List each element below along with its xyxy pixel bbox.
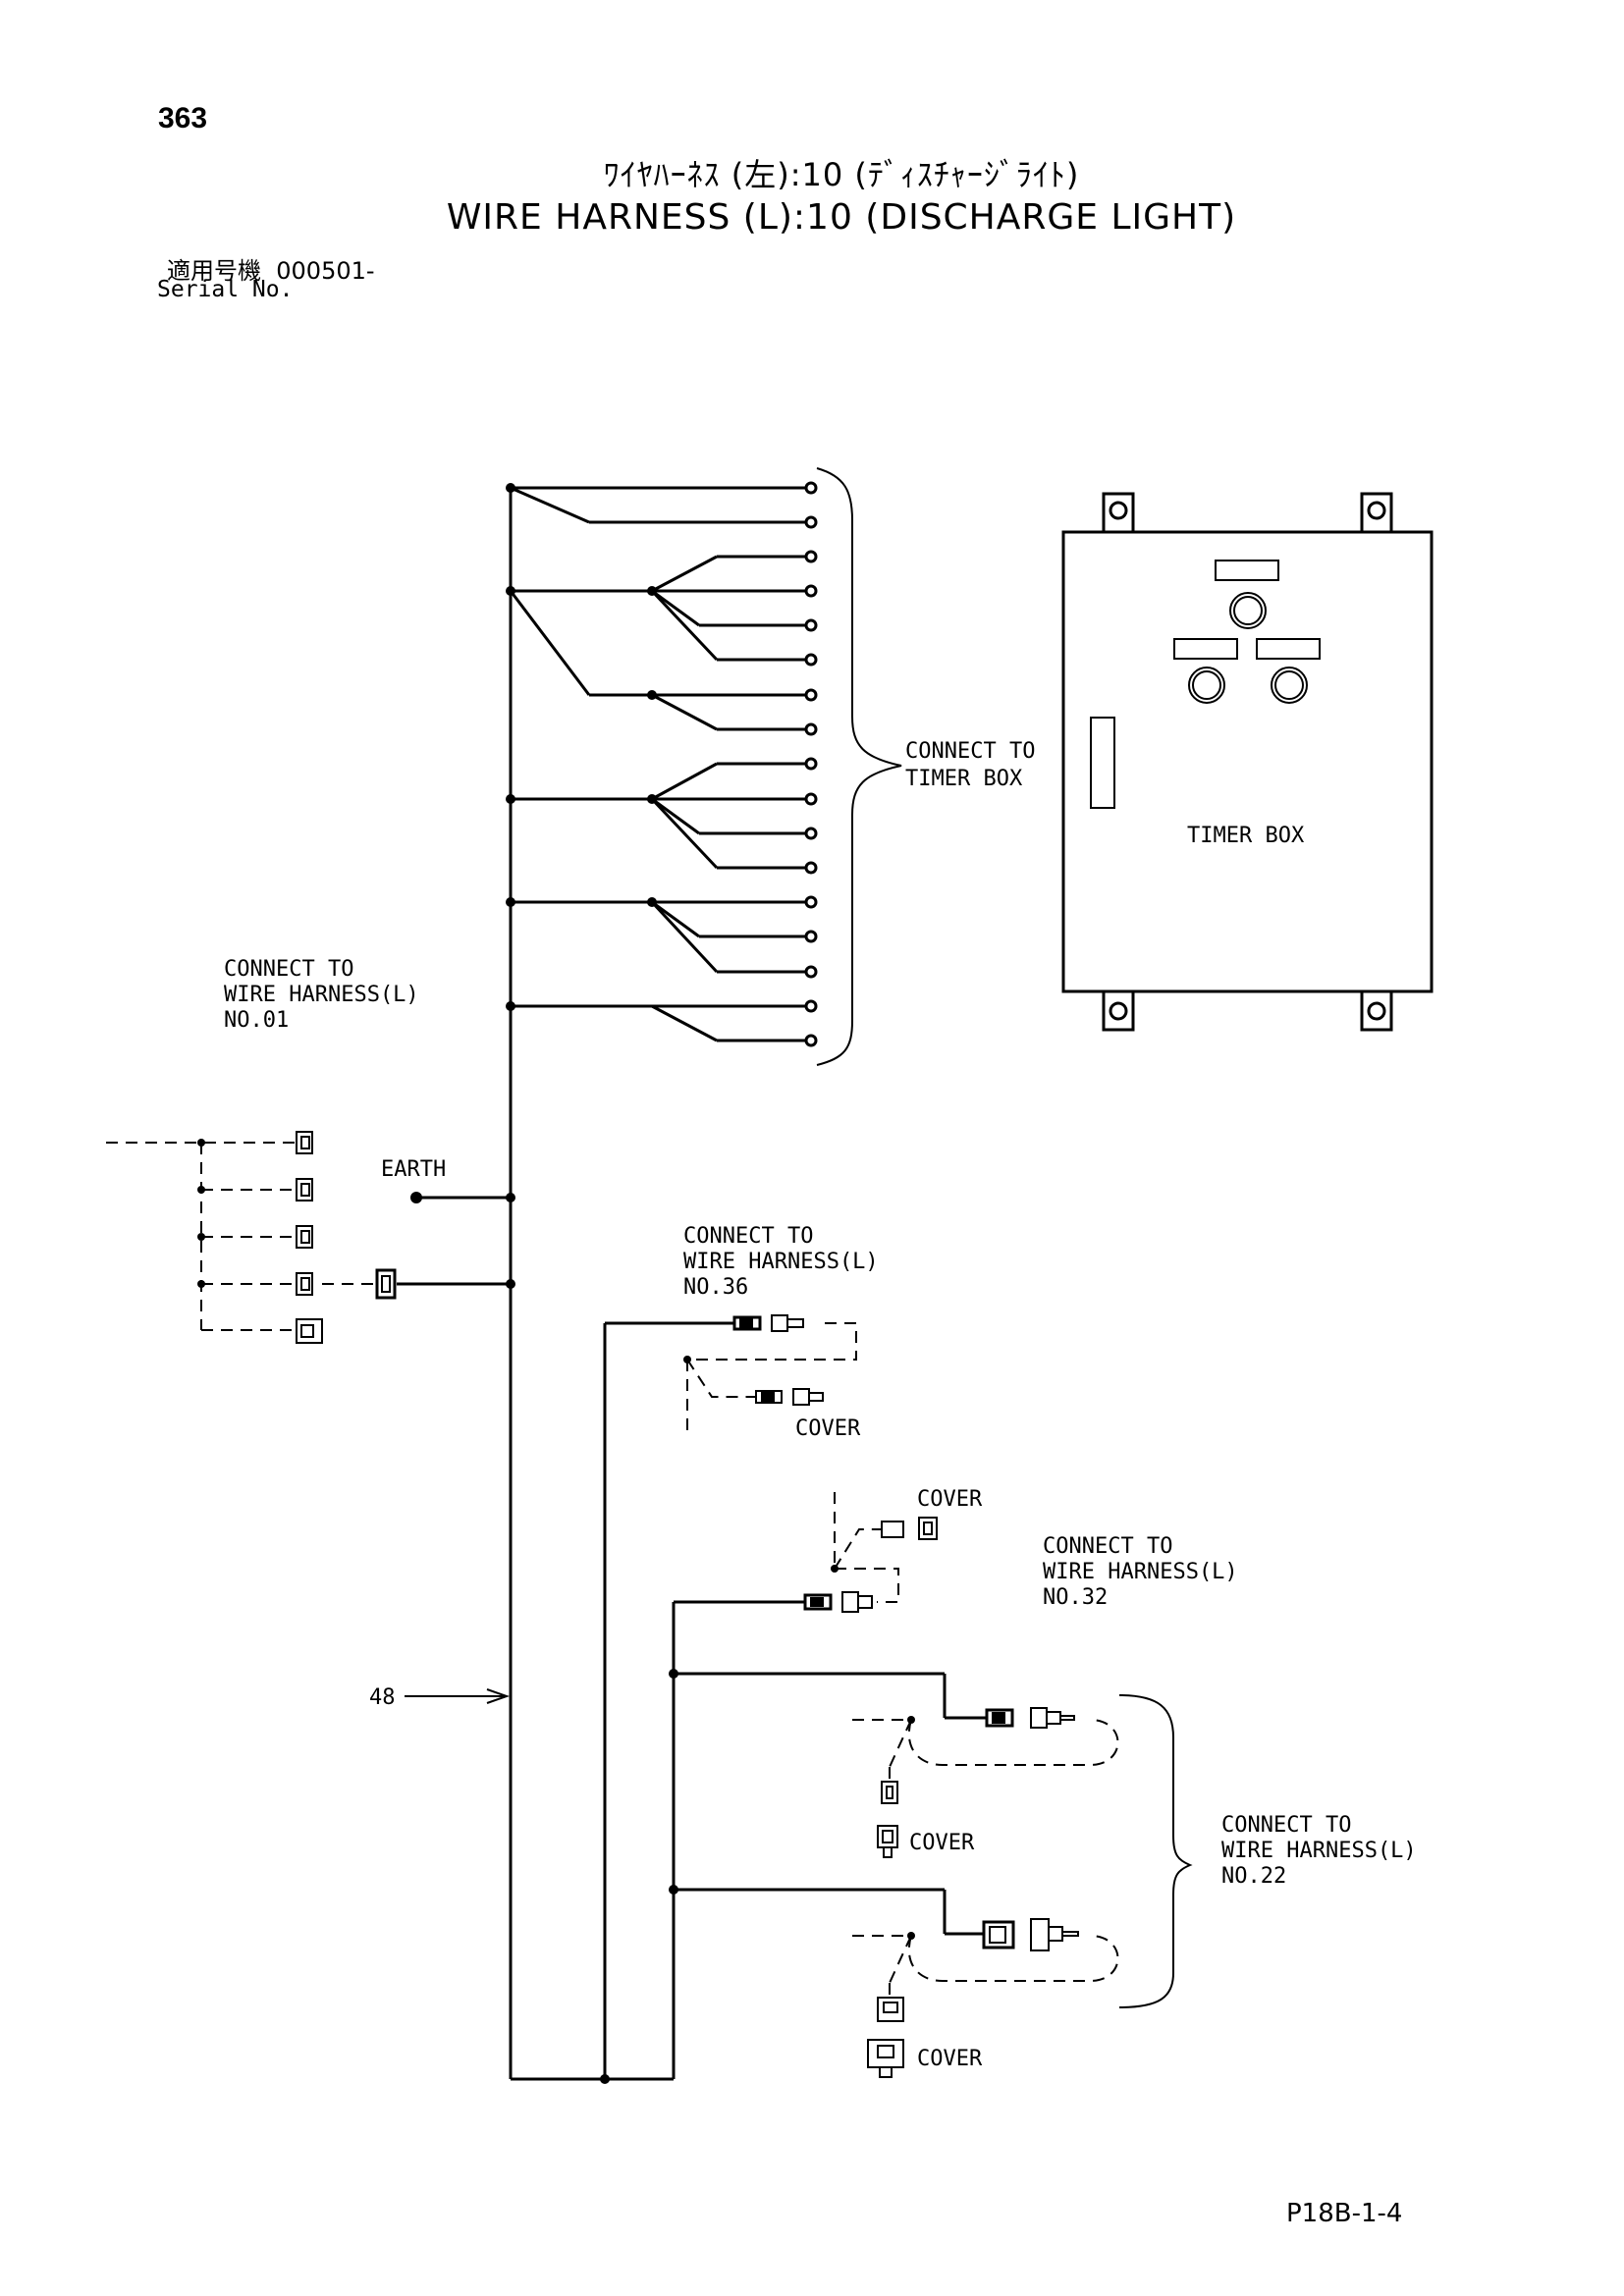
serial-applicable: 適用号機 000501-	[167, 251, 375, 286]
label-cover-1: COVER	[795, 1416, 861, 1441]
label-connect-no22-3: NO.22	[1221, 1864, 1286, 1889]
label-connect-no36-1: CONNECT TO	[683, 1224, 813, 1249]
label-connect-timer-box-1: CONNECT TO	[905, 739, 1035, 764]
label-connect-no32-2: WIRE HARNESS(L)	[1043, 1560, 1238, 1584]
serial-jp-label: 適用号機	[167, 257, 261, 285]
main-wires	[397, 486, 987, 2081]
label-connect-no01-2: WIRE HARNESS(L)	[224, 983, 419, 1007]
brace-symbols	[816, 467, 1193, 2008]
diagram-labels: CONNECT TO TIMER BOX TIMER BOX CONNECT T…	[224, 739, 1417, 2071]
label-connect-no32-3: NO.32	[1043, 1585, 1108, 1610]
junction-dots	[197, 483, 915, 2084]
label-cover-2: COVER	[917, 1487, 983, 1512]
title-japanese: ﾜｲﾔﾊｰﾈｽ (左):10 (ﾃﾞｨｽﾁｬｰｼﾞﾗｲﾄ)	[603, 156, 1080, 193]
label-connect-timer-box-2: TIMER BOX	[905, 767, 1023, 791]
title-english: WIRE HARNESS (L):10 (DISCHARGE LIGHT)	[446, 197, 1237, 238]
label-connect-no01-3: NO.01	[224, 1008, 289, 1033]
label-cover-3: COVER	[909, 1831, 975, 1855]
page-code: P18B-1-4	[1286, 2199, 1403, 2228]
label-part-48: 48	[369, 1685, 396, 1710]
page-number: 363	[158, 102, 208, 134]
label-connect-no36-2: WIRE HARNESS(L)	[683, 1250, 879, 1274]
serial-value: 000501-	[276, 257, 375, 285]
timer-box-drawing	[1061, 492, 1434, 1032]
label-connect-no22-2: WIRE HARNESS(L)	[1221, 1839, 1417, 1863]
label-connect-no32-1: CONNECT TO	[1043, 1534, 1172, 1559]
connectors	[296, 1131, 1079, 2078]
label-earth: EARTH	[381, 1157, 446, 1182]
label-cover-4: COVER	[917, 2047, 983, 2071]
timer-box-terminals	[804, 481, 818, 1047]
label-connect-no36-3: NO.36	[683, 1275, 748, 1300]
serial-label: Serial No.	[157, 277, 294, 302]
dashed-wires	[106, 1142, 1119, 1998]
label-connect-no22-1: CONNECT TO	[1221, 1813, 1351, 1838]
label-timer-box: TIMER BOX	[1187, 824, 1305, 848]
label-connect-no01-1: CONNECT TO	[224, 957, 353, 982]
